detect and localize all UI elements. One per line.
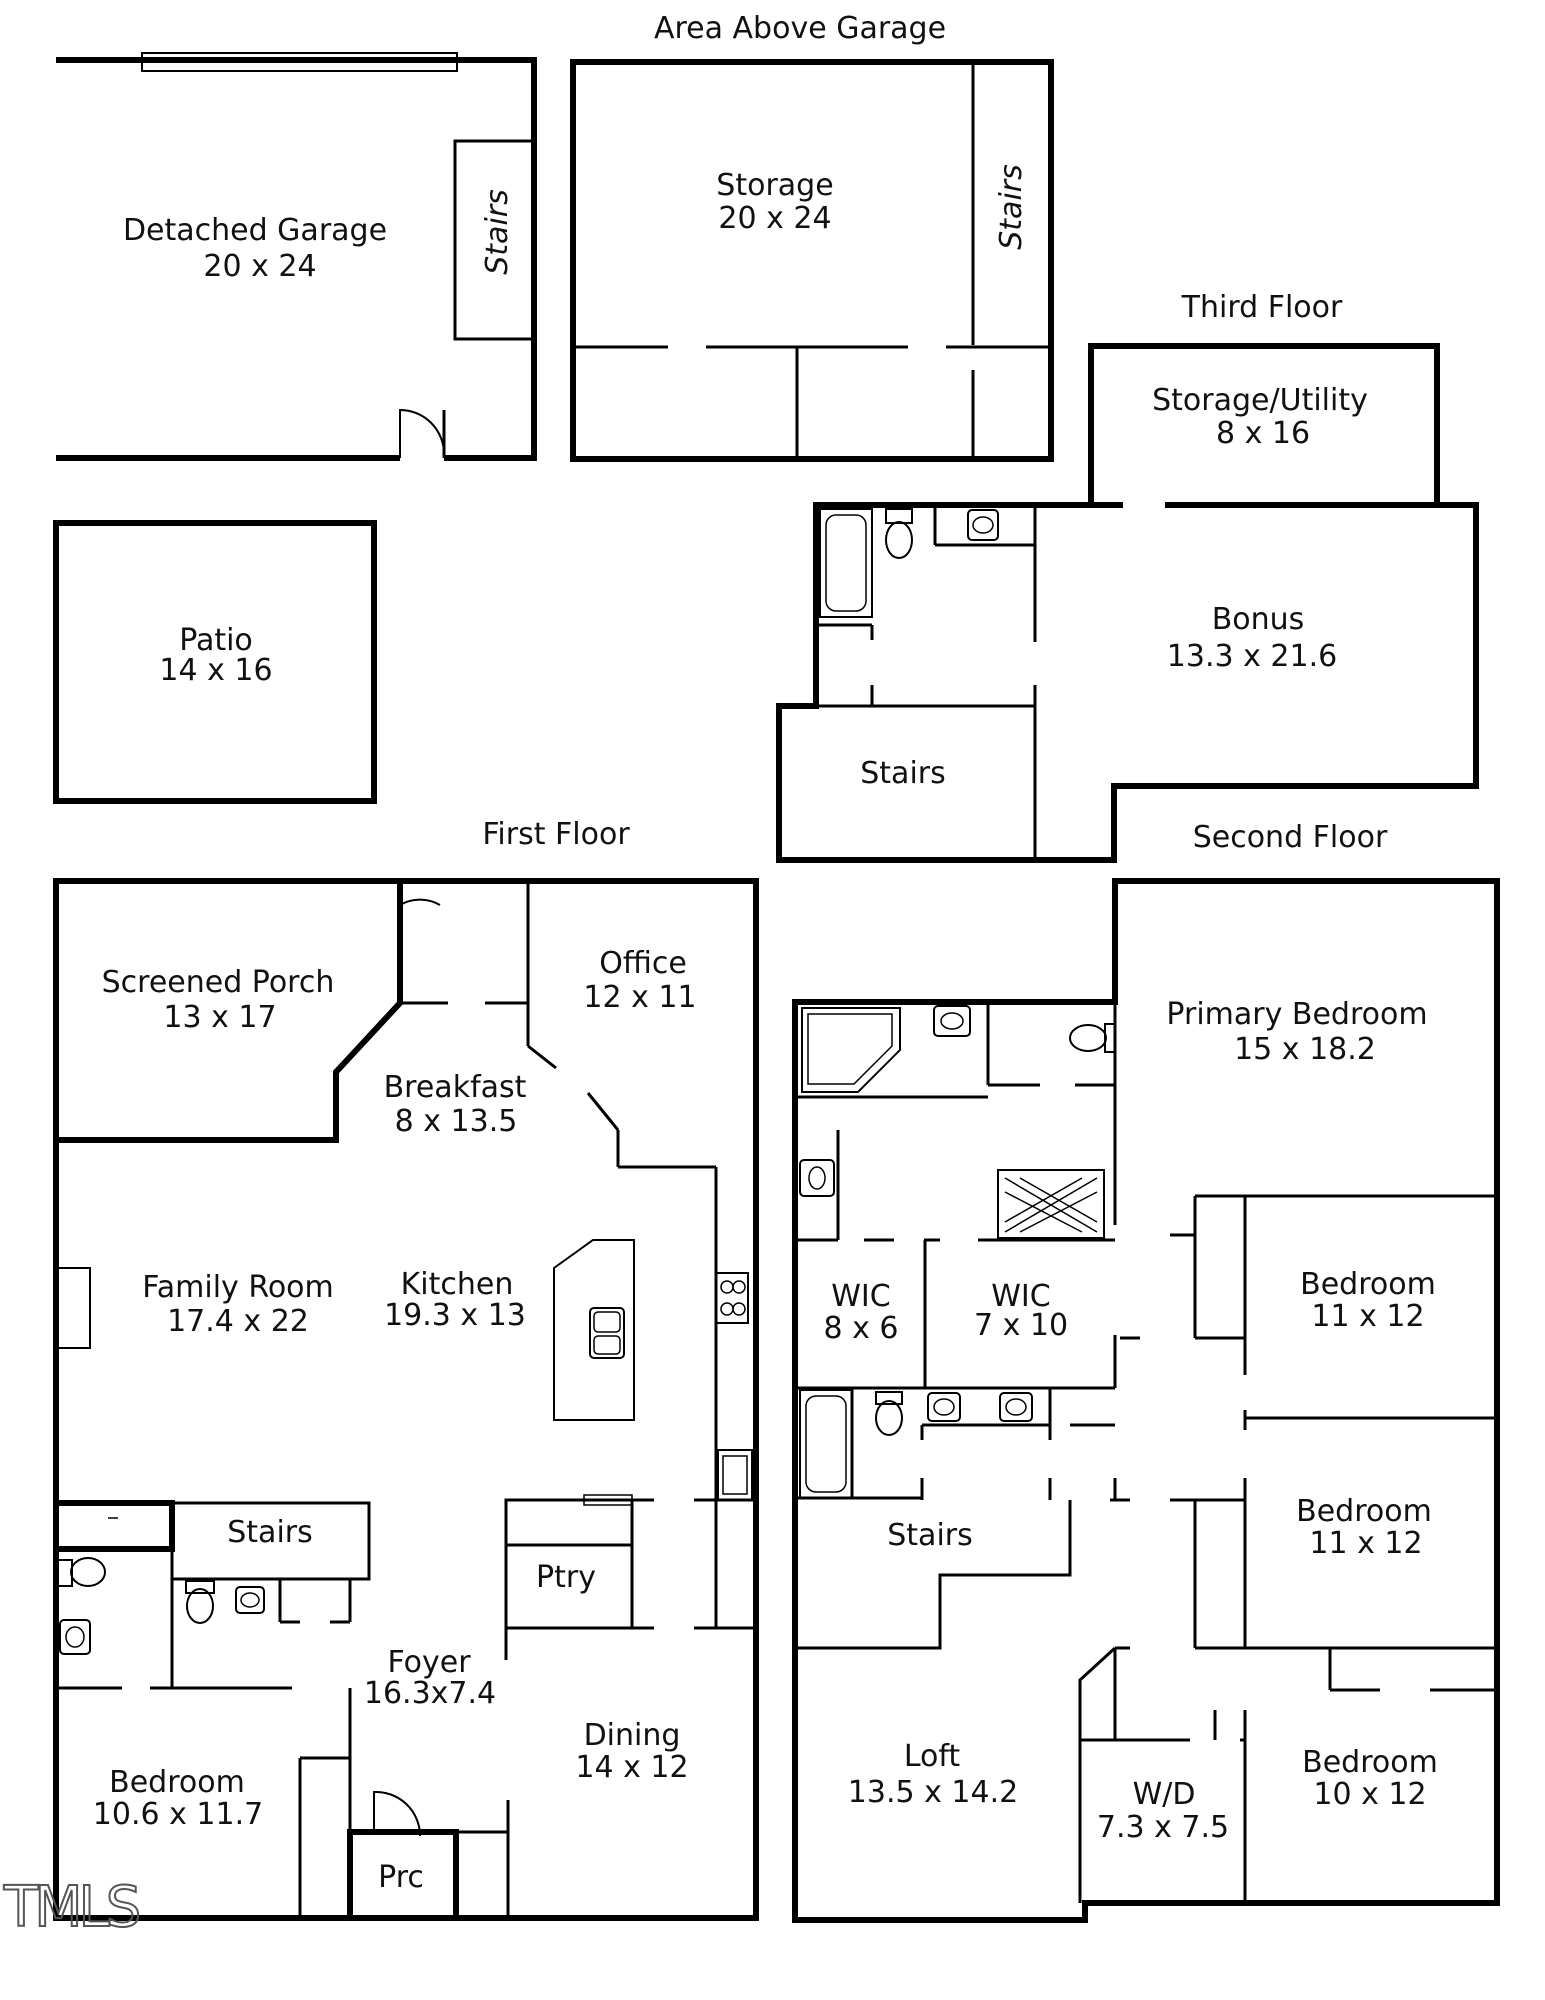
bedroom-3-dims: 11 x 12 <box>1309 1526 1422 1561</box>
laundry-name: W/D <box>1133 1777 1196 1812</box>
family-room-name: Family Room <box>142 1270 334 1305</box>
bonus-dims: 13.3 x 21.6 <box>1167 639 1337 674</box>
laundry-dims: 7.3 x 7.5 <box>1097 1810 1229 1845</box>
second-floor-plan <box>792 878 1500 1923</box>
kitchen-name: Kitchen <box>401 1267 514 1302</box>
storage-name: Storage <box>716 168 833 203</box>
wic-1-dims: 8 x 6 <box>824 1311 899 1346</box>
third-floor-plan <box>776 343 1479 863</box>
loft-dims: 13.5 x 14.2 <box>848 1775 1018 1810</box>
dining-dims: 14 x 12 <box>575 1750 688 1785</box>
storage-utility-dims: 8 x 16 <box>1216 416 1310 451</box>
office-dims: 12 x 11 <box>583 980 696 1015</box>
patio-outline <box>53 520 377 804</box>
detached-garage-plan <box>56 52 537 461</box>
first-floor-bedroom-name: Bedroom <box>109 1765 245 1800</box>
family-room-dims: 17.4 x 22 <box>167 1304 309 1339</box>
patio-name: Patio <box>179 623 253 658</box>
bedroom-2-name: Bedroom <box>1300 1267 1436 1302</box>
detached-garage-name: Detached Garage <box>123 213 387 248</box>
first-floor-title: First Floor <box>482 817 630 852</box>
primary-bedroom-dims: 15 x 18.2 <box>1234 1032 1376 1067</box>
first-floor-plan <box>53 878 759 1921</box>
mls-watermark: TMLS <box>3 1875 139 1940</box>
porch-label: Prc <box>378 1860 424 1895</box>
first-floor-stairs-label: Stairs <box>227 1515 313 1550</box>
storage-dims: 20 x 24 <box>718 201 831 236</box>
kitchen-dims: 19.3 x 13 <box>384 1298 526 1333</box>
foyer-dims: 16.3x7.4 <box>364 1676 496 1711</box>
second-floor-stairs-label: Stairs <box>887 1518 973 1553</box>
garage-stairs-label: Stairs <box>480 189 515 275</box>
wic-2-dims: 7 x 10 <box>974 1308 1068 1343</box>
breakfast-dims: 8 x 13.5 <box>395 1104 518 1139</box>
third-floor-stairs-label: Stairs <box>860 756 946 791</box>
primary-bedroom-name: Primary Bedroom <box>1166 997 1427 1032</box>
storage-stairs-label: Stairs <box>994 164 1029 250</box>
foyer-name: Foyer <box>387 1645 471 1680</box>
breakfast-name: Breakfast <box>384 1070 527 1105</box>
dining-name: Dining <box>584 1718 681 1753</box>
screened-porch-dims: 13 x 17 <box>163 1000 276 1035</box>
detached-garage-dims: 20 x 24 <box>203 249 316 284</box>
patio-dims: 14 x 16 <box>159 653 272 688</box>
pantry-label: Ptry <box>536 1560 596 1595</box>
wic-1-name: WIC <box>831 1279 890 1314</box>
office-name: Office <box>599 946 687 981</box>
bedroom-4-name: Bedroom <box>1302 1745 1438 1780</box>
bonus-name: Bonus <box>1212 602 1305 637</box>
bedroom-3-name: Bedroom <box>1296 1494 1432 1529</box>
area-above-garage-title: Area Above Garage <box>654 11 946 46</box>
storage-utility-name: Storage/Utility <box>1152 383 1368 418</box>
screened-porch-name: Screened Porch <box>102 965 335 1000</box>
loft-name: Loft <box>904 1739 961 1774</box>
wic-2-name: WIC <box>991 1279 1050 1314</box>
third-floor-title: Third Floor <box>1181 290 1343 325</box>
bedroom-2-dims: 11 x 12 <box>1311 1299 1424 1334</box>
bedroom-4-dims: 10 x 12 <box>1313 1777 1426 1812</box>
storage-above-garage-plan <box>570 59 1054 462</box>
second-floor-title: Second Floor <box>1193 820 1388 855</box>
first-floor-bedroom-dims: 10.6 x 11.7 <box>93 1797 263 1832</box>
